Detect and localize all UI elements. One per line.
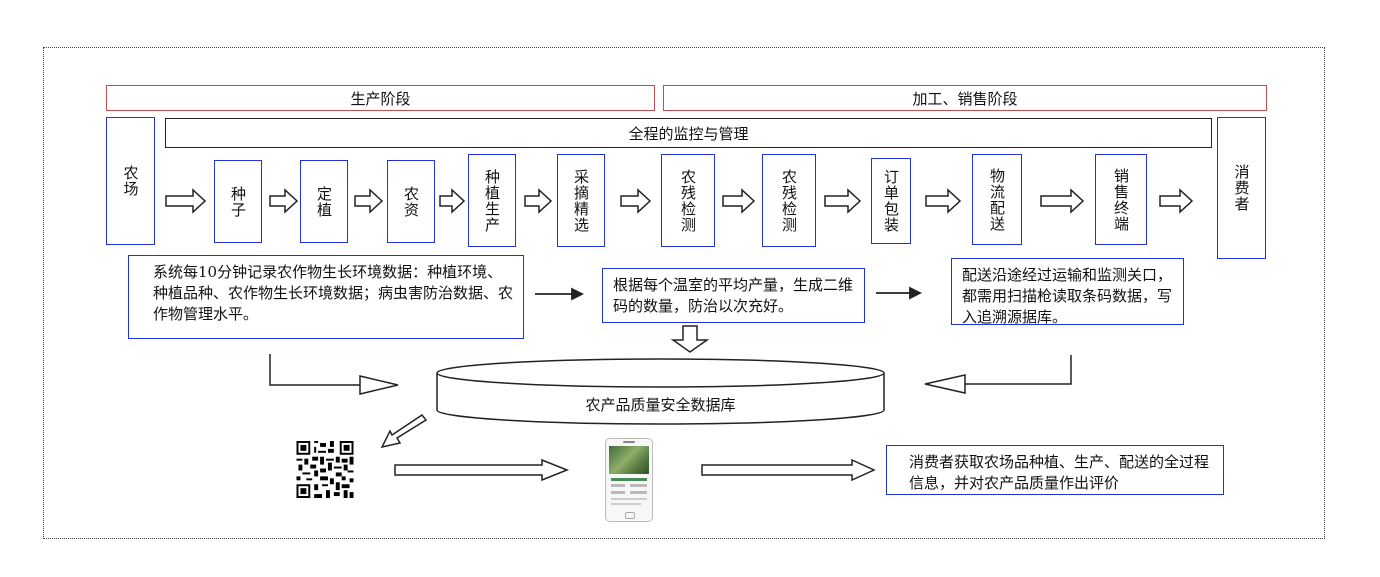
arrow-db-to-qr bbox=[380, 413, 428, 449]
arrow-right-into-db bbox=[924, 374, 966, 394]
node-growing: 种植生产 bbox=[468, 154, 516, 247]
node-residue-test-2: 农残检测 bbox=[762, 154, 816, 247]
node-order-packing: 订单包装 bbox=[871, 158, 911, 244]
qr-code-icon bbox=[296, 441, 354, 498]
arrow-harvest-test1 bbox=[620, 188, 652, 214]
arrow-left-into-db bbox=[359, 375, 399, 395]
node-planting: 定植 bbox=[300, 160, 348, 243]
smartphone-icon bbox=[605, 438, 653, 522]
arrow-note-to-db bbox=[670, 325, 710, 353]
arrow-logistics-retail bbox=[1040, 188, 1085, 214]
arrow-test2-packing bbox=[824, 188, 862, 214]
note-sensor-data: 系统每10分钟记录农作物生长环境数据：种植环境、种植品种、农作物生长环境数据；病… bbox=[128, 255, 524, 339]
node-residue-test-1: 农残检测 bbox=[661, 154, 715, 247]
note-consumer-info: 消费者获取农场品种植、生产、配送的全过程信息，并对农产品质量作出评价 bbox=[886, 445, 1224, 495]
monitor-bar: 全程的监控与管理 bbox=[165, 118, 1212, 148]
arrow-retail-consumer bbox=[1159, 188, 1194, 214]
arrow-seed-planting bbox=[269, 188, 299, 214]
database-label: 农产品质量安全数据库 bbox=[585, 396, 736, 414]
arrow-qr-to-phone bbox=[394, 458, 570, 482]
phase-processing-sales: 加工、销售阶段 bbox=[663, 85, 1267, 111]
node-farm: 农场 bbox=[106, 117, 155, 245]
node-consumer: 消费者 bbox=[1217, 117, 1266, 259]
phase-production: 生产阶段 bbox=[106, 85, 655, 111]
node-seed: 种子 bbox=[214, 160, 262, 243]
arrow-inputs-growing bbox=[439, 188, 466, 214]
node-inputs: 农资 bbox=[387, 160, 435, 243]
node-harvest: 采摘精选 bbox=[557, 154, 605, 247]
arrow-farm-seed bbox=[165, 188, 207, 214]
diagram-frame bbox=[43, 47, 1325, 539]
node-logistics: 物流配送 bbox=[972, 154, 1022, 245]
arrow-test1-test2 bbox=[722, 188, 756, 214]
arrow-phone-to-info bbox=[701, 458, 876, 482]
database-cylinder bbox=[436, 358, 885, 425]
note-transport: 配送沿途经过运输和监测关口，都需用扫描枪读取条码数据，写入追溯源据库。 bbox=[951, 258, 1184, 326]
note-qrcode: 根据每个温室的平均产量，生成二维码的数量，防治以次充好。 bbox=[602, 268, 865, 323]
arrow-planting-inputs bbox=[354, 188, 384, 214]
arrow-packing-logistics bbox=[925, 188, 962, 214]
arrow-growing-harvest bbox=[524, 188, 553, 214]
node-retail: 销售终端 bbox=[1095, 154, 1147, 245]
